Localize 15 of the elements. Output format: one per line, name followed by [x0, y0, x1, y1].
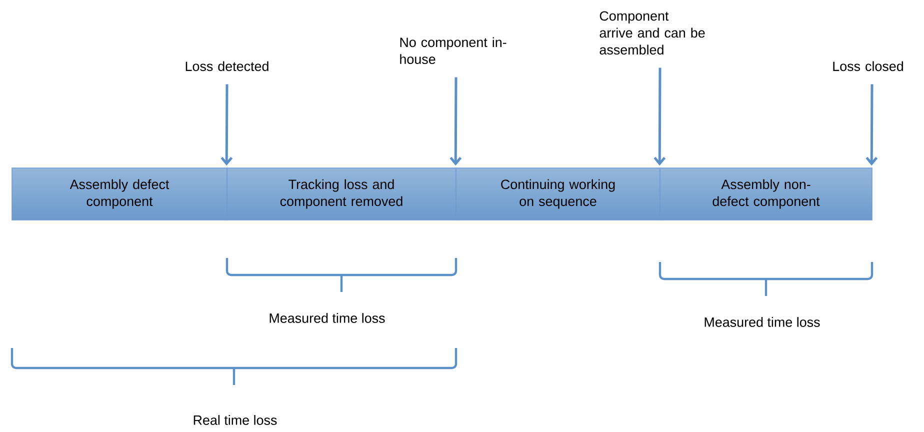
bracket-label: Measured time loss [704, 317, 820, 327]
event-label: Component arrive and can be assembled [600, 11, 705, 55]
process-box: Continuing working on sequence [456, 168, 660, 220]
arrow [220, 84, 233, 166]
bracket-label: Real time loss [194, 415, 277, 425]
event-label: Loss closed [833, 61, 903, 72]
bracket-label: Measured time loss [270, 313, 385, 323]
process-box: Assembly non-defect component [660, 168, 872, 220]
process-box: Assembly defect component [12, 168, 228, 220]
arrow [866, 84, 878, 166]
event-label: Loss detected [186, 61, 268, 72]
event-label: No component in-house [400, 37, 506, 64]
process-box: Tracking loss and component removed [226, 168, 456, 220]
arrow [654, 68, 666, 166]
arrow [450, 77, 462, 166]
